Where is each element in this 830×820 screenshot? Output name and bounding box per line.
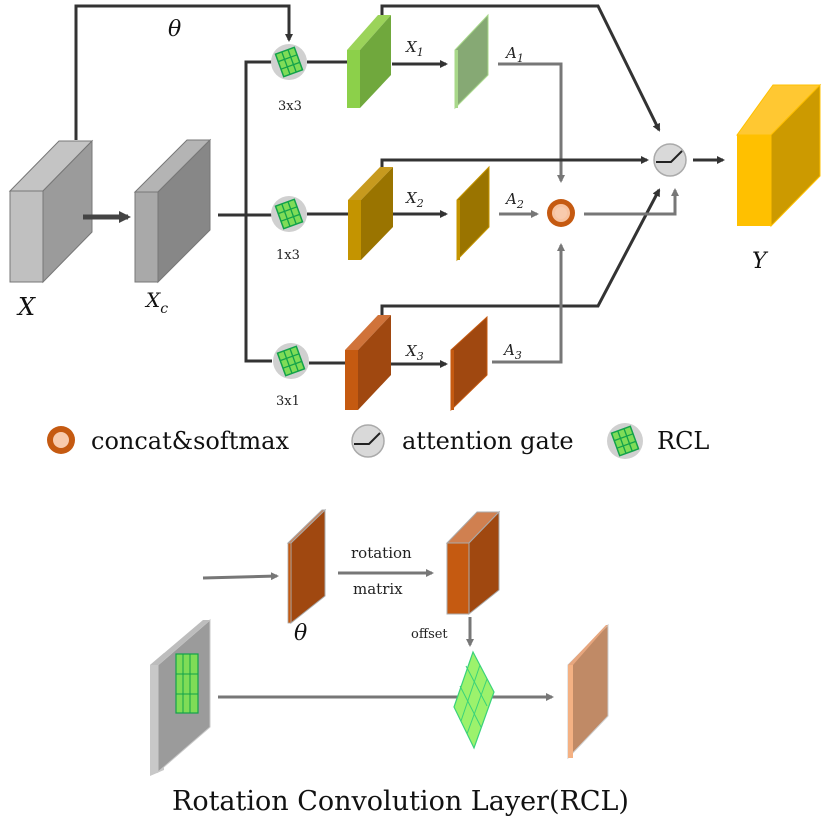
kernel-label: 3x3 — [278, 99, 302, 114]
kernel-grid — [175, 653, 199, 714]
top-diagram: θ X Xc 3x3 — [8, 4, 822, 412]
attention-block-a1 — [454, 13, 489, 110]
theta-label-bottom: θ — [294, 621, 307, 646]
kernel-label: 3x1 — [276, 394, 300, 409]
feature-block-x1 — [347, 15, 391, 108]
offset-label: offset — [411, 627, 448, 642]
attention-block-a3 — [450, 315, 488, 412]
theta-label: θ — [168, 17, 181, 42]
compressed-block-xc — [133, 138, 212, 284]
output-block-y — [736, 83, 822, 228]
branch-split-line — [244, 60, 272, 363]
legend-label: concat&softmax — [91, 427, 289, 455]
rcl-icon — [270, 195, 308, 233]
feature-block-x2 — [348, 167, 393, 260]
feature-label-x1: X1 — [405, 38, 424, 59]
legend: concat&softmax attention gate RCL — [47, 422, 709, 460]
input-block-x — [8, 139, 94, 284]
legend-label: RCL — [657, 427, 709, 455]
branch-2: 1x3 X2 A2 — [270, 156, 649, 263]
legend-item-rcl: RCL — [606, 422, 709, 460]
rcl-icon — [272, 342, 310, 380]
attention-line-a1 — [498, 62, 565, 183]
attention-block-a2 — [456, 165, 490, 262]
branch-3: 3x1 X3 A3 — [272, 188, 661, 412]
legend-item-attention-gate: attention gate — [351, 424, 574, 458]
attention-label-a1: A1 — [504, 44, 524, 65]
theta-connector — [74, 4, 293, 140]
output-feature-map — [567, 623, 609, 760]
bottom-diagram: θ rotation matrix offset — [150, 508, 629, 817]
input-arrow — [202, 572, 279, 581]
attention-label-a3: A3 — [502, 341, 522, 362]
rotation-label: rotation — [351, 544, 412, 562]
skip-line-1 — [380, 4, 661, 132]
rcl-icon — [606, 422, 644, 460]
attention-gate-node — [653, 143, 687, 177]
concat-softmax-node — [547, 199, 575, 227]
rotation-matrix-block — [445, 510, 501, 616]
input-feature-map — [150, 618, 211, 776]
rcl-icon — [270, 43, 308, 81]
feature-label-x3: X3 — [405, 342, 424, 363]
matrix-label: matrix — [353, 580, 403, 598]
attention-label-a2: A2 — [504, 190, 524, 211]
skip-line-2 — [380, 156, 649, 167]
compressed-label: Xc — [144, 288, 168, 317]
output-label: Y — [752, 249, 769, 274]
attention-line-a3 — [492, 243, 565, 364]
attention-gate-icon — [351, 424, 385, 458]
rotated-kernel-grid — [453, 650, 495, 750]
input-label: X — [16, 293, 36, 321]
concat-to-gate-line — [584, 188, 679, 216]
feature-label-x2: X2 — [405, 189, 424, 210]
legend-label: attention gate — [402, 427, 574, 455]
branch-1: 3x3 X1 A1 — [270, 4, 661, 183]
concat-softmax-icon — [47, 426, 75, 454]
rcl-title: Rotation Convolution Layer(RCL) — [172, 786, 629, 817]
theta-map-block — [286, 508, 327, 625]
skip-line-3 — [380, 188, 661, 315]
feature-block-x3 — [345, 315, 391, 410]
kernel-label: 1x3 — [276, 248, 300, 263]
legend-item-concat-softmax: concat&softmax — [47, 426, 289, 455]
